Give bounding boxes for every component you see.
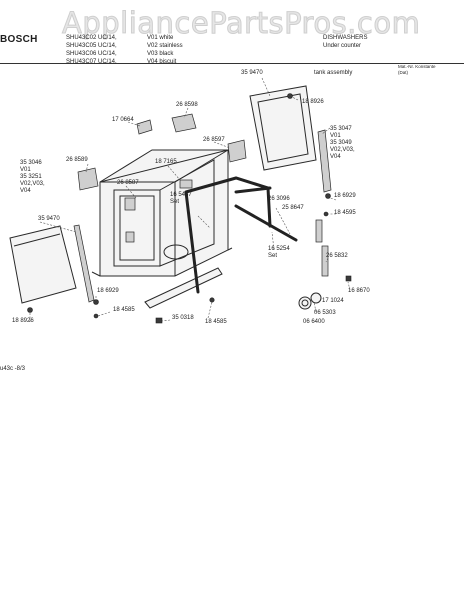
seal-ring-065303	[310, 292, 322, 304]
part-label: 26 8589	[66, 157, 88, 163]
part-label: 35 3049	[330, 140, 352, 146]
variant-item: V02 stainless	[147, 43, 183, 49]
part-label: 06 5303	[314, 310, 336, 316]
model-item: SHU43C06 UC/14,	[66, 51, 117, 57]
page-footer: u43c -8/3	[0, 366, 26, 372]
part-label: 26 3096	[268, 196, 290, 202]
variant-list: V01 white V02 stainless V03 black V04 bi…	[147, 34, 183, 66]
part-label: 26 5832	[326, 253, 348, 259]
part-label: V02,V03,	[330, 147, 355, 153]
corner-note: Mat.-Nr. Konstante (Dat)	[398, 64, 436, 76]
category-title: DISHWASHERS	[323, 35, 368, 41]
bracket-268598	[171, 113, 197, 133]
bracket-170664	[136, 119, 153, 135]
model-item: SHU43C05 UC/14,	[66, 43, 117, 49]
part-label: Set	[170, 199, 180, 205]
tank-assembly-panel	[249, 85, 317, 171]
variant-item: V01 white	[147, 35, 174, 41]
clip-part	[155, 317, 163, 324]
model-list: SHU43C02 UC/14, SHU43C05 UC/14, SHU43C06…	[66, 34, 117, 66]
part-label: 18 4585	[113, 307, 135, 313]
bracket-268597	[227, 139, 247, 163]
pump-part	[315, 219, 323, 243]
door-gasket	[184, 176, 272, 294]
model-item: SHU43C07 UC/14,	[66, 59, 117, 65]
screw-184585	[209, 297, 215, 303]
bracket-268589	[77, 167, 99, 191]
nut-168670	[345, 275, 352, 282]
part-label: 26 8598	[176, 102, 198, 108]
part-label: 18 8926	[12, 318, 34, 324]
part-label: 18 7165	[155, 159, 177, 165]
clip-186929-left	[93, 299, 99, 305]
part-label: 26 8597	[203, 137, 225, 143]
part-label: tank assembly	[314, 70, 353, 76]
base-rail	[144, 267, 223, 309]
part-label: 35 3251	[20, 174, 42, 180]
corner-note-line: (Dat)	[398, 70, 408, 75]
part-label: 18 8926	[302, 99, 324, 105]
header-rule	[0, 63, 464, 64]
part-label: 35 0318	[172, 315, 194, 321]
part-label: Set	[268, 253, 278, 259]
part-label: 16 5467	[170, 192, 192, 198]
tub-body	[91, 149, 233, 277]
clip-186929	[325, 193, 331, 199]
seal-ring-066400	[298, 296, 312, 310]
screw-188926-bottom	[27, 307, 33, 313]
door-panel	[9, 225, 77, 304]
part-label: 35 3047	[330, 126, 352, 132]
screw-188926	[287, 93, 293, 99]
part-label: V01	[330, 133, 341, 139]
part-label-group-left: 35 3046 V01 35 3251 V02,V03, V04	[20, 160, 45, 195]
category-subtitle: Under counter	[323, 43, 362, 49]
brand-logo: BOSCH	[0, 34, 38, 45]
corner-note-line: Mat.-Nr. Konstante	[398, 64, 436, 69]
part-label: 17 0664	[112, 117, 134, 123]
part-label: 16 5254	[268, 246, 290, 252]
hose-part	[321, 245, 329, 277]
part-label: 18 6929	[334, 193, 356, 199]
part-label: 06 6400	[303, 319, 325, 325]
spray-tube	[234, 204, 298, 242]
part-label: V02,V03,	[20, 181, 45, 187]
clip-184585-left	[93, 313, 99, 319]
category-block: DISHWASHERS Under counter	[323, 34, 367, 50]
variant-item: V04 biscuit	[147, 59, 177, 65]
model-item: SHU43C02 UC/14,	[66, 35, 117, 41]
part-label: 35 9470	[241, 70, 263, 76]
part-label-group-right: 35 3047 V01 35 3049 V02,V03, V04	[330, 126, 355, 161]
door-strip	[73, 224, 95, 303]
part-label: 18 6929	[97, 288, 119, 294]
part-label: 18 4595	[334, 210, 356, 216]
site-watermark: AppliancePartsPros.com	[61, 6, 421, 41]
side-seal-strip	[317, 129, 332, 193]
part-label: V04	[330, 154, 341, 160]
part-label: 17 1024	[322, 298, 344, 304]
part-label: 18 4585	[205, 319, 227, 325]
part-label: 35 3046	[20, 160, 42, 166]
variant-item: V03 black	[147, 51, 174, 57]
clip-184595	[323, 211, 329, 217]
part-label: V04	[20, 188, 31, 194]
part-label: 26 8587	[117, 180, 139, 186]
part-label: 35 9470	[38, 216, 60, 222]
part-label: V01	[20, 167, 31, 173]
part-label: 16 8670	[348, 288, 370, 294]
leader-lines	[29, 77, 351, 322]
part-label: 25 8647	[282, 205, 304, 211]
